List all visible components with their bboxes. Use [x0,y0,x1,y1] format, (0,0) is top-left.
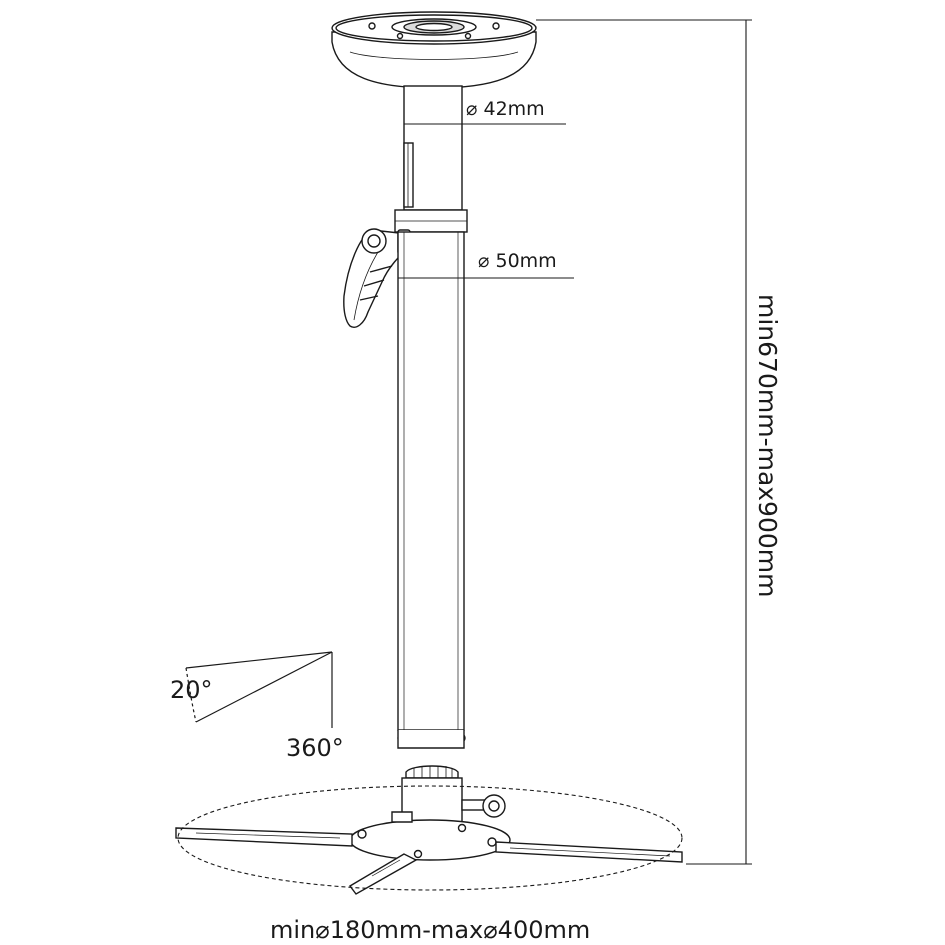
inner-tube [403,85,463,211]
base-plate [349,819,511,861]
arm-span-label: min⌀180mm-max⌀400mm [270,916,591,944]
clamp-collar [394,209,468,233]
arm-span-circle [177,785,683,891]
ceiling-plate [331,11,537,89]
height-range-label: min670mm-max900mm [753,294,782,598]
outer-tube [397,231,466,749]
rotation-angle-label: 360° [286,734,344,762]
height-dimension-line [536,19,752,865]
inner-tube-diameter-label: ⌀ 42mm [466,98,545,120]
outer-tube-diameter-label: ⌀ 50mm [478,250,557,272]
mounting-arms [175,811,683,895]
tilt-angle-label: 20° [170,676,213,704]
tilt-rotation-indicator [185,651,333,728]
